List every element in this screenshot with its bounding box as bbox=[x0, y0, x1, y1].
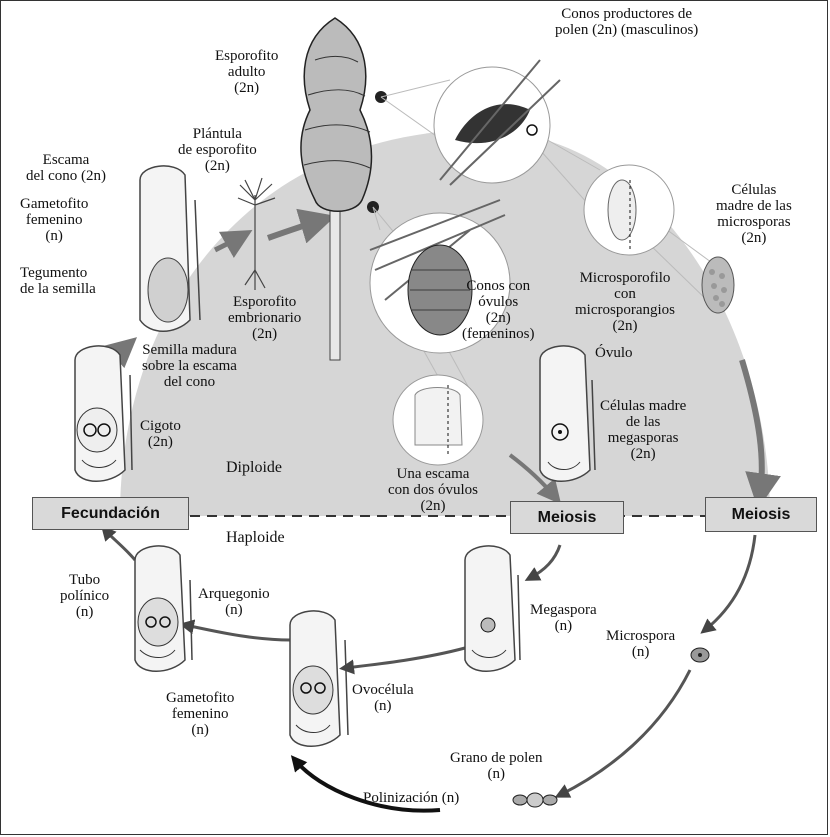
label-gametofito-femenino-bottom: Gametofito femenino (n) bbox=[166, 690, 234, 738]
arrow-to-grano-polen bbox=[560, 670, 690, 795]
label-esporofito-adulto: Esporofito adulto (2n) bbox=[215, 48, 278, 96]
label-megaspora: Megaspora (n) bbox=[530, 602, 597, 634]
arrow-megaspora-to-arquegonio bbox=[345, 648, 465, 668]
label-una-escama: Una escama con dos óvulos (2n) bbox=[388, 466, 478, 514]
label-conos-ovulos: Conos con óvulos (2n) (femeninos) bbox=[462, 278, 534, 342]
meiosis-right-box: Meiosis bbox=[705, 497, 817, 532]
arrow-arquegonio-to-tubo bbox=[185, 625, 290, 640]
label-gametofito-femenino-top: Gametofito femenino (n) bbox=[20, 196, 88, 244]
zygote-ovule bbox=[75, 346, 132, 481]
microspore bbox=[691, 648, 709, 662]
zone-haploide: Haploide bbox=[226, 529, 285, 547]
label-cigoto: Cigoto (2n) bbox=[140, 418, 181, 450]
label-tegumento: Tegumento de la semilla bbox=[20, 265, 96, 297]
microsporophyll-magnified bbox=[584, 165, 674, 255]
meiosis-center-box: Meiosis bbox=[510, 501, 624, 534]
label-escama-cono: Escama del cono (2n) bbox=[26, 152, 106, 184]
megaspore-ovule bbox=[465, 546, 520, 671]
label-celulas-madre-micro: Células madre de las microsporas (2n) bbox=[716, 182, 792, 246]
label-esporofito-embrionario: Esporofito embrionario (2n) bbox=[228, 294, 301, 342]
arrow-meiosis-center-to-megaspora bbox=[530, 545, 560, 578]
microsporangium bbox=[702, 257, 734, 313]
arrow-tubo-to-fecundacion bbox=[105, 530, 135, 560]
label-polinizacion: Polinización (n) bbox=[363, 790, 459, 806]
pollen-tube-ovule bbox=[135, 546, 192, 671]
archegonium-ovule bbox=[290, 611, 348, 746]
label-semilla-madura: Semilla madura sobre la escama del cono bbox=[142, 342, 237, 390]
label-conos-productores: Conos productores de polen (2n) (masculi… bbox=[555, 6, 698, 38]
label-arquegonio: Arquegonio (n) bbox=[198, 586, 270, 618]
label-ovulo: Óvulo bbox=[595, 345, 633, 361]
label-microspora: Microspora (n) bbox=[606, 628, 675, 660]
label-plantula: Plántula de esporofito (2n) bbox=[178, 126, 257, 174]
label-grano-polen: Grano de polen (n) bbox=[450, 750, 542, 782]
label-celulas-madre-mega: Células madre de las megasporas (2n) bbox=[600, 398, 686, 462]
label-microsporofilo: Microsporofilo con microsporangios (2n) bbox=[575, 270, 675, 334]
label-tubo-polinico: Tubo polínico (n) bbox=[60, 572, 109, 620]
label-ovocelula: Ovocélula (n) bbox=[352, 682, 414, 714]
pollen-grain bbox=[513, 793, 557, 807]
zone-diploide: Diploide bbox=[226, 459, 282, 477]
scale-two-ovules-magnified bbox=[393, 375, 483, 465]
fecundacion-box: Fecundación bbox=[32, 497, 189, 530]
arrow-to-microspora bbox=[705, 535, 755, 630]
